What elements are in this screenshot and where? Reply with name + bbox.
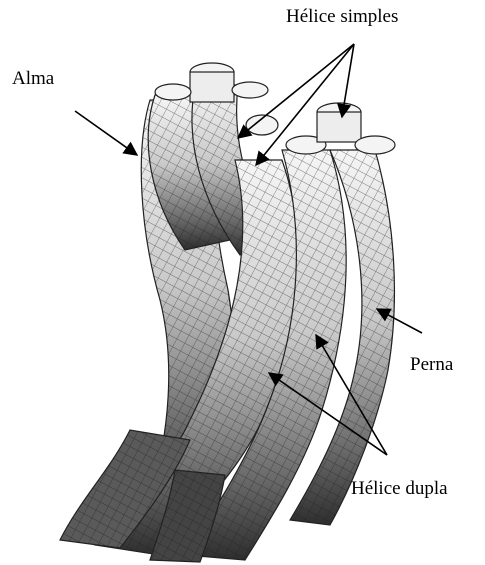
label-helice-dupla: Hélice dupla <box>351 478 448 500</box>
label-perna: Perna <box>410 354 453 376</box>
label-helice-simples: Hélice simples <box>286 6 398 28</box>
label-alma: Alma <box>12 68 54 90</box>
arrow-alma <box>75 111 137 155</box>
